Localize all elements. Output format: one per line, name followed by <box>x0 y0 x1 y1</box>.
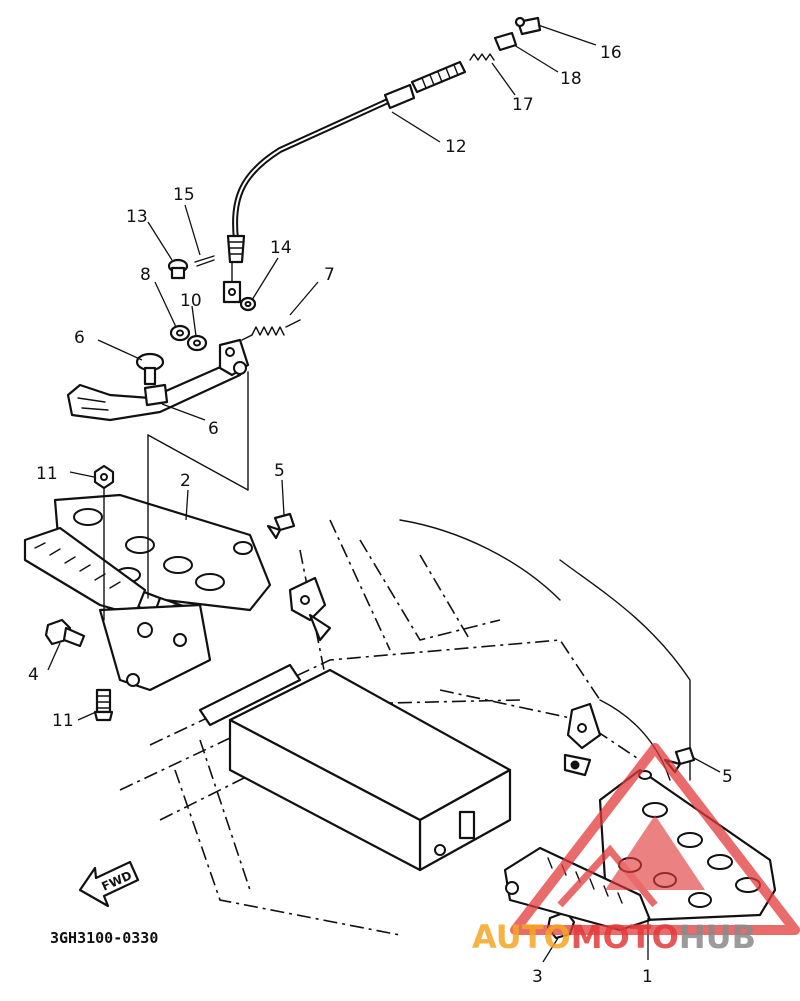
callout-5-right: 5 <box>722 767 733 787</box>
brake-pedal <box>66 338 250 422</box>
cotter-pin <box>194 255 215 267</box>
callout-6: 6 <box>208 419 219 439</box>
bolt-5-left <box>266 512 296 540</box>
left-footrest-plate <box>98 603 212 692</box>
clevis-pin <box>167 258 189 280</box>
callout-8: 7 <box>324 265 335 285</box>
alignment-lines <box>147 371 249 599</box>
callouts: 16 18 17 12 15 13 14 7 8 10 6 6 11 2 5 4… <box>28 43 733 987</box>
callout-4: 4 <box>28 665 39 685</box>
watermark-triangle-icon <box>510 743 800 935</box>
callout-16: 15 <box>173 185 195 205</box>
callout-9: 8 <box>140 265 151 285</box>
return-spring <box>241 319 301 341</box>
cable-spring-18 <box>469 53 495 61</box>
washers <box>169 324 208 352</box>
frame-bracket-left <box>288 576 332 642</box>
cable-nut <box>239 296 257 312</box>
nut-12 <box>93 464 115 621</box>
callout-12: 11 <box>36 464 58 484</box>
leader-lines <box>47 24 721 963</box>
cable-adjuster <box>410 60 467 94</box>
bolt-11 <box>93 688 114 722</box>
callout-10: 10 <box>180 291 202 311</box>
callout-15: 14 <box>270 238 292 258</box>
callout-18: 17 <box>512 95 534 115</box>
bolt-4 <box>44 618 86 648</box>
callout-14: 13 <box>126 207 148 227</box>
frame-crossmember <box>198 663 512 872</box>
callout-19: 18 <box>560 69 582 89</box>
callout-11: 11 <box>52 711 74 731</box>
cable-joint-19 <box>493 31 518 52</box>
callout-2: 2 <box>180 471 191 491</box>
callout-7: 6 <box>74 328 85 348</box>
drawing-code: 3GH3100-0330 <box>50 929 158 947</box>
brake-cable <box>222 83 416 304</box>
watermark-logo <box>510 743 800 935</box>
callout-5-left: 5 <box>274 461 285 481</box>
cable-end-17 <box>514 16 542 36</box>
callout-13: 12 <box>445 137 467 157</box>
callout-1: 1 <box>642 967 653 987</box>
right-frame-bracket <box>563 702 602 777</box>
fwd-arrow-icon: FWD <box>78 860 140 908</box>
watermark-text: AUTOMOTOHUB <box>472 918 756 956</box>
pedal-cap <box>135 352 165 386</box>
callout-3: 3 <box>532 967 543 987</box>
callout-17: 16 <box>600 43 622 63</box>
